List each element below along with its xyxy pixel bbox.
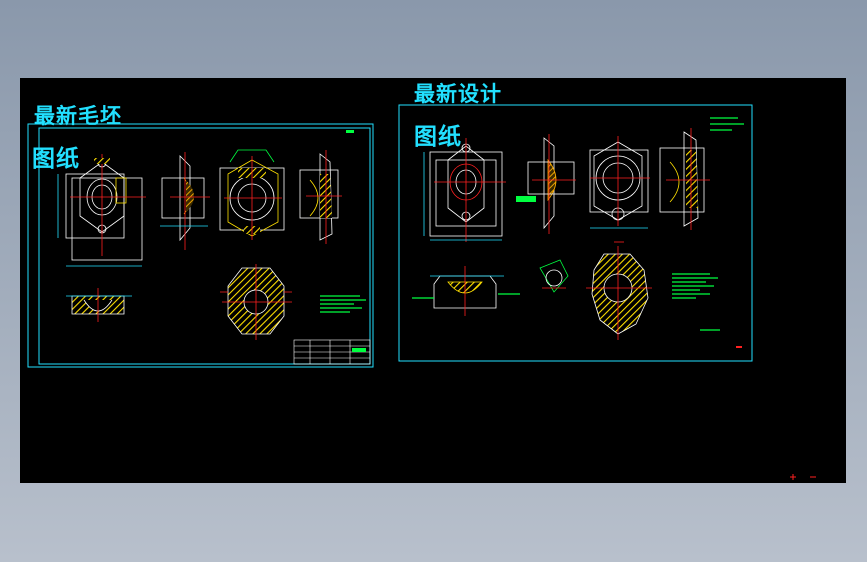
left-flange-section xyxy=(66,288,132,322)
right-flange-section xyxy=(412,266,520,316)
right-plan-view xyxy=(423,138,506,242)
left-sheet-inner-frame xyxy=(38,127,371,365)
left-cross-part xyxy=(220,264,292,340)
crosshair-icon xyxy=(790,474,816,480)
right-section-view xyxy=(659,117,744,230)
cad-canvas xyxy=(27,104,816,480)
right-front-view xyxy=(589,136,650,229)
left-sheet-outer-frame xyxy=(27,123,374,368)
right-sheet-title-line1: 最新设计 xyxy=(414,82,502,106)
left-side-view xyxy=(160,152,210,250)
left-title-block xyxy=(293,339,371,365)
right-cross-part xyxy=(586,241,652,340)
right-side-view xyxy=(516,134,576,234)
left-sheet-title-line1: 最新毛坯 xyxy=(34,104,122,128)
right-sheet-title-line2: 图纸 xyxy=(414,124,462,150)
right-sheet-marker xyxy=(736,346,742,348)
right-small-detail xyxy=(539,259,569,293)
left-technical-notes xyxy=(320,295,366,313)
left-sheet-title-line2: 图纸 xyxy=(32,146,80,172)
left-section-view xyxy=(299,130,354,244)
right-drawing-sheet xyxy=(398,104,753,362)
left-front-view xyxy=(219,149,285,240)
left-plan-view xyxy=(57,154,146,267)
right-technical-notes xyxy=(672,273,720,331)
drawing-viewport[interactable]: 最新毛坯 图纸 最新设计 图纸 xyxy=(20,78,846,483)
right-sheet-frame xyxy=(398,104,753,362)
left-drawing-sheet xyxy=(27,123,374,368)
